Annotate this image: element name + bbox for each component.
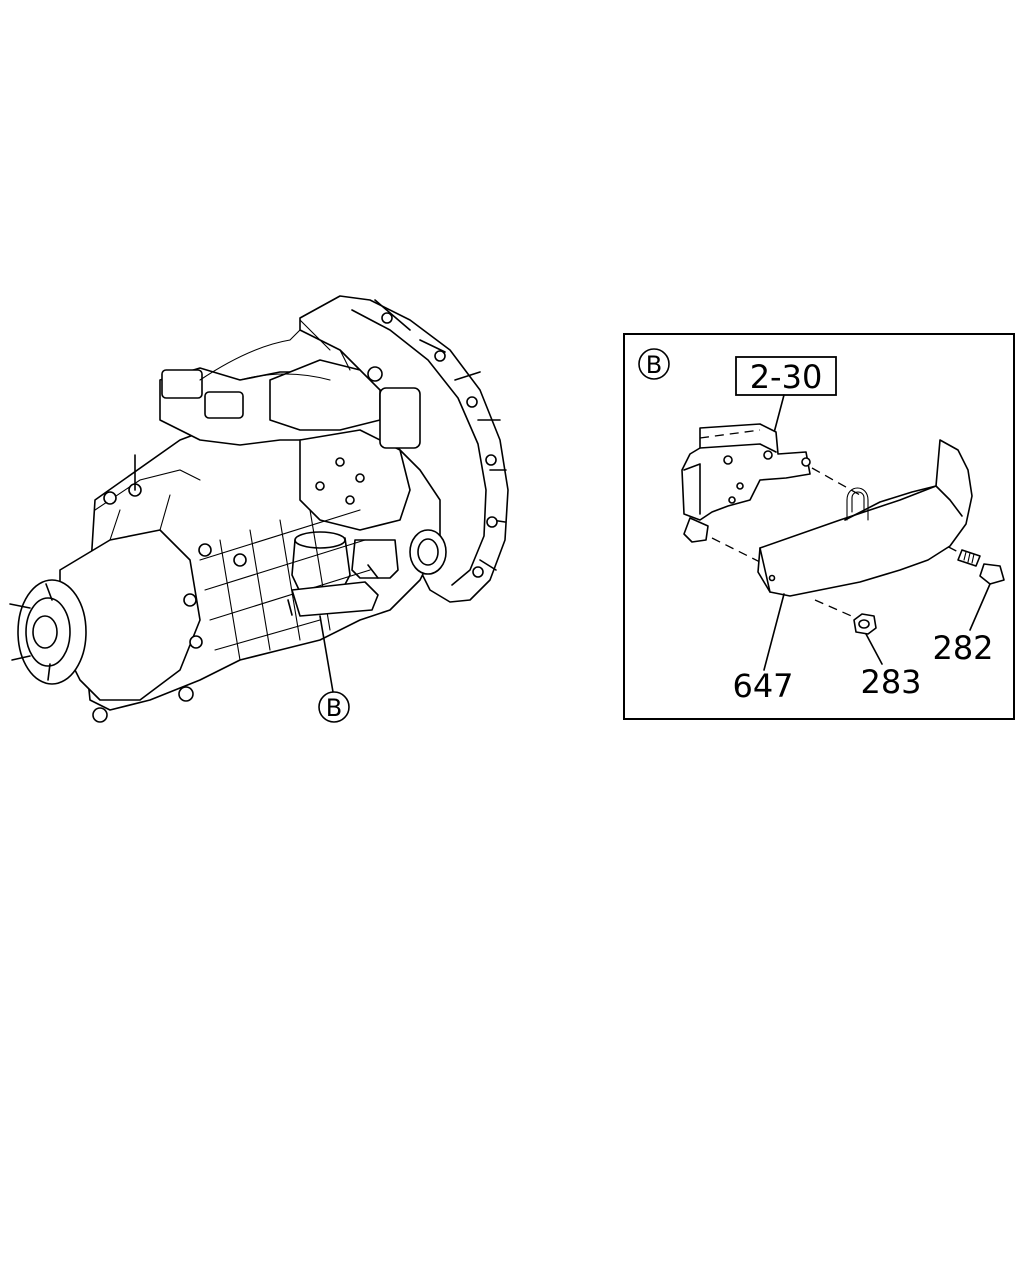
reference-box [735, 356, 837, 396]
mounting-bracket [681, 423, 811, 543]
main-view-b-marker: B [318, 615, 350, 723]
bolt-282 [957, 549, 1005, 585]
reference-label: 2-30 [750, 358, 823, 396]
part-label-283: 283 [860, 663, 921, 701]
detail-b-marker [638, 348, 670, 380]
main-view-b-label: B [326, 694, 342, 722]
transmission-assembly-drawing [9, 295, 509, 723]
detail-inset: B 2-30 [623, 333, 1015, 720]
nut-283 [853, 613, 877, 635]
detail-b-label: B [646, 351, 662, 379]
cover-plate-647 [757, 439, 973, 597]
part-label-282: 282 [932, 629, 993, 667]
part-label-647: 647 [732, 667, 793, 705]
